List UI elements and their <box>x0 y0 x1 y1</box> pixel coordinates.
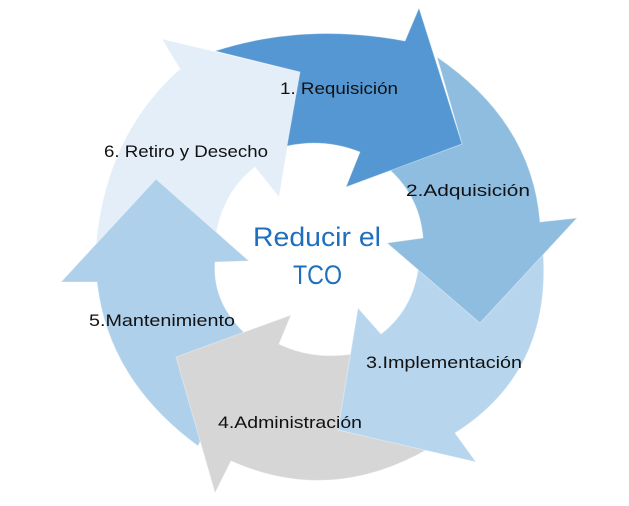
arrow-step-1 <box>213 6 463 188</box>
step-label-2: 2.Adquisición <box>406 181 530 200</box>
arrow-step-2 <box>385 55 579 324</box>
step-label-6: 6. Retiro y Desecho <box>104 142 268 161</box>
step-label-1: 1. Requisición <box>280 79 398 98</box>
step-label-4: 4.Administración <box>218 413 362 432</box>
center-title-line2: TCO <box>293 260 342 290</box>
center-title-line1: Reducir el <box>253 222 381 252</box>
step-label-3: 3.Implementación <box>366 353 522 372</box>
arrow-step-4 <box>175 314 430 495</box>
step-label-5: 5.Mantenimiento <box>89 311 235 330</box>
